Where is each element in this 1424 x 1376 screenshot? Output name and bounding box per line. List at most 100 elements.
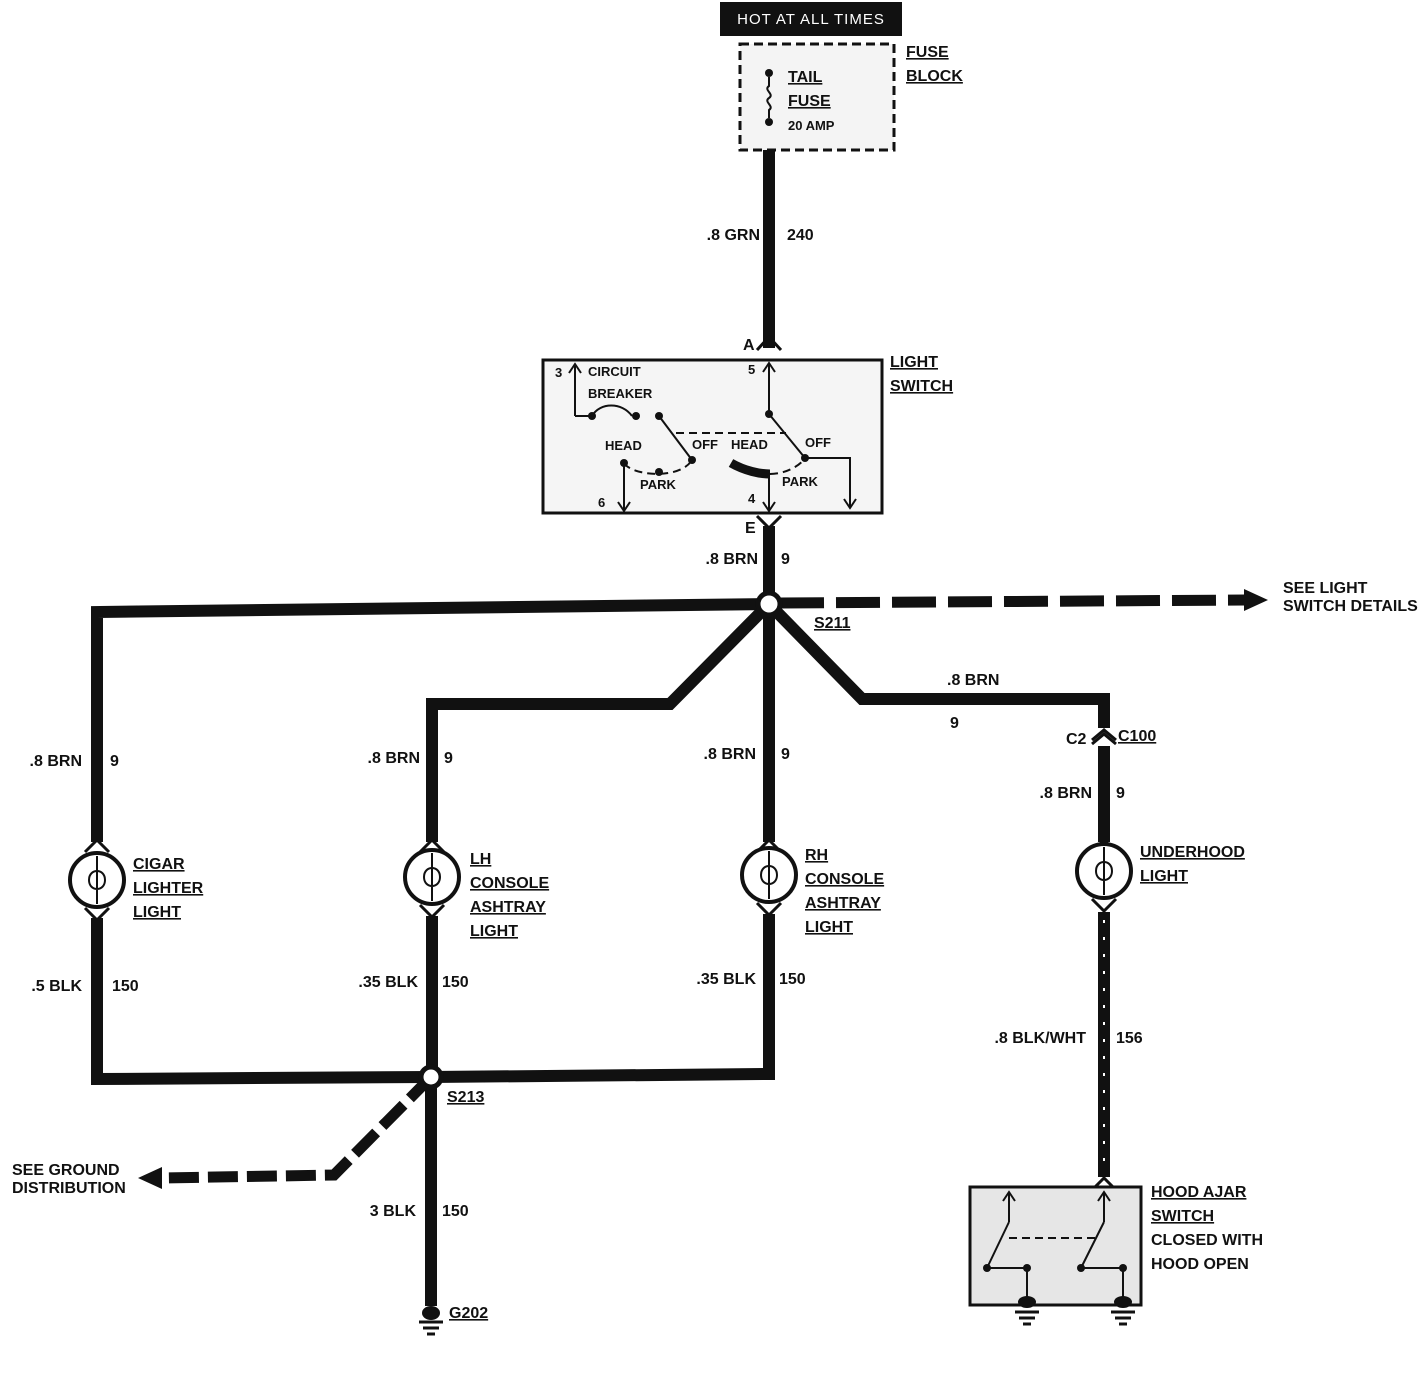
fuse-terminal-top	[765, 69, 773, 77]
terminal-e-label: E	[745, 520, 756, 537]
hood-ajar-switch-box	[968, 1185, 1143, 1307]
ground-distribution-arrow-icon	[138, 1167, 162, 1189]
c100-label: C100	[1118, 728, 1156, 745]
lh-lamp-label-line3: ASHTRAY	[470, 899, 546, 916]
ground-distribution-wire	[159, 1073, 435, 1184]
underhood-feed-wire	[764, 599, 1110, 728]
hood-switch-left-blade	[986, 1221, 1010, 1269]
lh-lamp-label-line1: LH	[470, 851, 491, 868]
g202-label: G202	[449, 1305, 488, 1322]
lh-gnd-circuit: 150	[442, 974, 469, 991]
cigar-gnd-wire	[91, 918, 432, 1086]
cb-terminal-1	[588, 412, 596, 420]
underhood-feed-circuit: 9	[1116, 785, 1125, 802]
pin-4-lead	[762, 474, 776, 513]
rh-lamp-label-line4: LIGHT	[805, 919, 853, 936]
lh-feed-size: .8 BRN	[368, 750, 420, 767]
light-details-ref-line2: SWITCH DETAILS	[1283, 598, 1418, 615]
s213-splice	[418, 1064, 444, 1090]
fuse-rating: 20 AMP	[788, 118, 835, 133]
underhood-lamp-label-line2: LIGHT	[1140, 868, 1188, 885]
right-park-label: PARK	[782, 474, 818, 489]
rh-lamp-label-line3: ASHTRAY	[805, 895, 881, 912]
underhood-lamp-label-line1: UNDERHOOD	[1140, 844, 1245, 861]
right-off-label: OFF	[805, 435, 831, 450]
rh-gnd-size: .35 BLK	[696, 971, 756, 988]
ground-ref-line2: DISTRIBUTION	[12, 1180, 126, 1197]
lh-feed-circuit: 9	[444, 750, 453, 767]
light-details-ref-line1: SEE LIGHT	[1283, 580, 1368, 597]
fuse-name-line2: FUSE	[788, 93, 831, 110]
fuse-block-label-line1: FUSE	[906, 44, 949, 61]
terminal-a-chevron	[755, 334, 783, 352]
fuse-block-box	[738, 42, 896, 152]
cigar-lamp-label-line2: LIGHTER	[133, 880, 204, 897]
switch-out-circuit: 9	[781, 551, 790, 568]
lh-ashtray-lamp-icon	[403, 837, 461, 920]
s211-label: S211	[814, 615, 851, 632]
left-switch-blade	[658, 415, 693, 461]
ground-ref-line1: SEE GROUND	[12, 1162, 120, 1179]
left-park-label: PARK	[640, 477, 676, 492]
hood-switch-ground-left-icon	[1015, 1296, 1039, 1326]
light-details-wire	[779, 594, 1247, 609]
right-head-label: HEAD	[731, 437, 768, 452]
hood-switch-right-lead	[1097, 1190, 1111, 1222]
pin-6-label: 6	[598, 495, 605, 510]
right-head-contact	[728, 459, 771, 479]
left-contact-arc	[623, 459, 693, 475]
hot-at-all-times-box	[720, 2, 902, 36]
rh-gnd-circuit: 150	[779, 971, 806, 988]
right-switch-blade	[768, 413, 806, 459]
hood-switch-label-line2: SWITCH	[1151, 1208, 1214, 1225]
light-switch-label-line2: SWITCH	[890, 378, 953, 395]
cigar-feed-wire	[91, 598, 770, 842]
light-details-arrow-icon	[1244, 589, 1268, 611]
park-lead	[805, 457, 857, 510]
hood-switch-label-line3: CLOSED WITH	[1151, 1232, 1263, 1249]
circuit-breaker-label-line2: BREAKER	[588, 386, 653, 401]
light-switch-box	[541, 358, 884, 515]
rh-gnd-wire	[430, 914, 775, 1083]
rh-lamp-label-line2: CONSOLE	[805, 871, 884, 888]
lh-feed-wire	[426, 599, 774, 842]
rh-feed-size: .8 BRN	[704, 746, 756, 763]
hood-switch-left-lead	[1002, 1190, 1016, 1222]
right-contact-arc	[769, 457, 806, 475]
underhood-top-circuit: 9	[950, 715, 959, 732]
cigar-gnd-size: .5 BLK	[31, 978, 82, 995]
fuse-block-label-line2: BLOCK	[906, 68, 963, 85]
light-switch-label-line1: LIGHT	[890, 354, 938, 371]
cigar-lamp-label-line3: LIGHT	[133, 904, 181, 921]
left-park-contact	[655, 468, 663, 476]
feed-wire-circuit: 240	[787, 227, 814, 244]
cb-terminal-2	[632, 412, 640, 420]
lh-lamp-label-line4: LIGHT	[470, 923, 518, 940]
c2-label: C2	[1066, 731, 1087, 748]
underhood-top-size: .8 BRN	[947, 672, 999, 689]
pin-3-lead	[568, 362, 582, 416]
lh-gnd-size: .35 BLK	[358, 974, 418, 991]
terminal-a-label: A	[743, 337, 755, 354]
pin-5-lead	[762, 361, 776, 414]
fuse-element-icon	[766, 77, 772, 118]
cigar-lighter-lamp-icon	[68, 837, 126, 923]
pin-6-lead	[617, 463, 631, 513]
fuse-name-line1: TAIL	[788, 69, 823, 86]
hood-switch-label-line4: HOOD OPEN	[1151, 1256, 1249, 1273]
switch-out-size: .8 BRN	[706, 551, 758, 568]
pin-3-label: 3	[555, 365, 562, 380]
g202-ground-icon	[419, 1306, 443, 1336]
main-gnd-circuit: 150	[442, 1203, 469, 1220]
rh-feed-circuit: 9	[781, 746, 790, 763]
cigar-feed-circuit: 9	[110, 753, 119, 770]
hood-switch-ground-right-icon	[1111, 1296, 1135, 1326]
hot-at-all-times-label: HOT AT ALL TIMES	[737, 11, 885, 28]
rh-lamp-label-line1: RH	[805, 847, 828, 864]
hood-switch-right-blade	[1080, 1221, 1105, 1269]
feed-wire-size: .8 GRN	[707, 227, 760, 244]
hood-sw-size: .8 BLK/WHT	[994, 1030, 1086, 1047]
hood-switch-label-line1: HOOD AJAR	[1151, 1184, 1247, 1201]
pin-5-label: 5	[748, 362, 755, 377]
left-head-label: HEAD	[605, 438, 642, 453]
